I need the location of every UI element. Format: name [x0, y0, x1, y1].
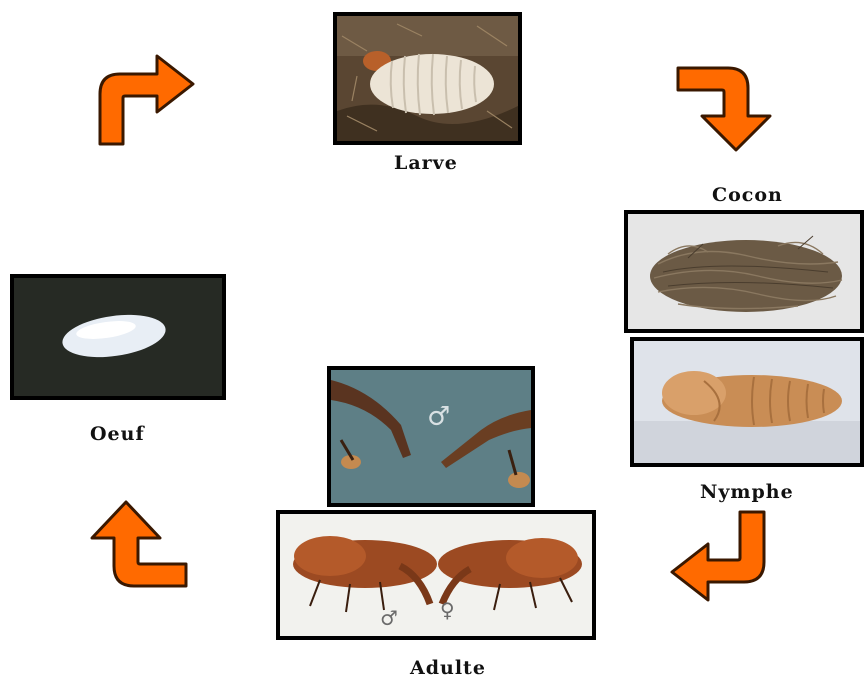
- cocon-photo: [624, 210, 864, 333]
- arrow-nymphe-to-adulte: [668, 508, 772, 604]
- oeuf-label: Oeuf: [90, 423, 145, 445]
- adulte-pair-photo: ♂ ♀: [276, 510, 596, 640]
- male-symbol-pair: ♂: [380, 606, 398, 630]
- adulte-heads-photo: ♂: [327, 366, 535, 507]
- arrow-oeuf-to-larve: [95, 52, 197, 146]
- male-symbol: ♂: [427, 402, 450, 432]
- larve-photo: [333, 12, 522, 145]
- cocon-label: Cocon: [712, 184, 783, 206]
- female-symbol-pair: ♀: [440, 598, 455, 622]
- oeuf-photo: [10, 274, 226, 400]
- nymphe-photo: [630, 337, 864, 467]
- arrow-larve-to-cocon: [676, 64, 780, 154]
- larve-label: Larve: [394, 152, 458, 174]
- adulte-label: Adulte: [410, 657, 486, 679]
- nymphe-label: Nymphe: [700, 481, 794, 503]
- arrow-adulte-to-oeuf: [82, 498, 190, 590]
